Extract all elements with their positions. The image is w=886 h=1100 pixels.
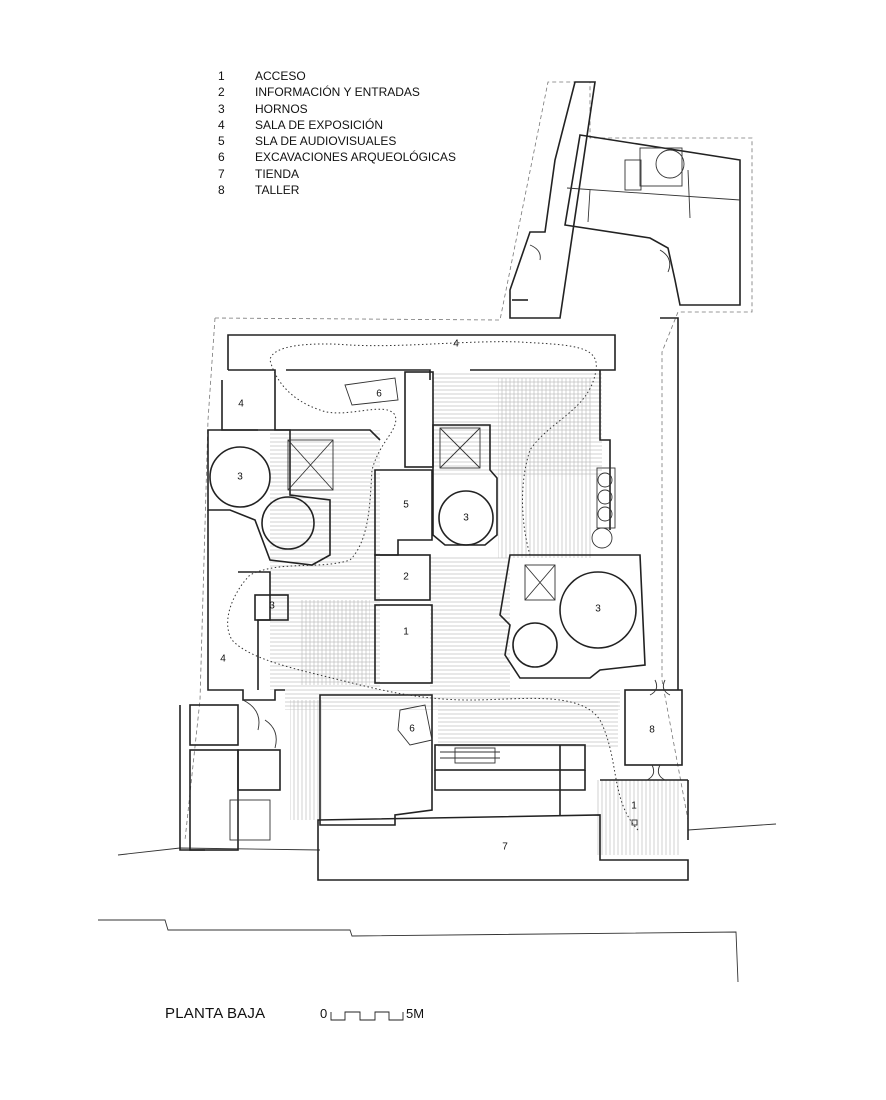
room-label-horno-small: 3 [269,601,275,612]
legend-text: TALLER [255,183,300,198]
legend-number: 7 [218,166,225,181]
street-line-east [687,823,777,831]
room-label-informacion: 2 [403,572,409,583]
site-boundary-west [184,317,216,841]
floor-hatching [270,372,680,855]
legend-number: 1 [218,69,225,83]
legend-number: 2 [218,85,225,100]
room-label-acceso-entry: 1 [631,801,637,812]
legend-text: SALA DE EXPOSICIÓN [255,117,384,132]
legend-item: 3 HORNOS [218,101,456,117]
legend-item: 2 INFORMACIÓN Y ENTRADAS [218,84,456,100]
legend-item: 4 SALA DE EXPOSICIÓN [218,117,456,133]
legend-number: 4 [218,117,225,132]
legend-text: HORNOS [255,101,308,116]
scale-end-label: 5M [406,1006,425,1021]
room-label-tienda: 7 [502,842,508,853]
room-label-horno-center: 3 [463,513,469,524]
scale-start-label: 0 [320,1006,328,1021]
scale-bar [330,1011,404,1021]
site-boundary [214,81,753,821]
room-label-horno-e: 3 [595,604,601,615]
main-walls [179,317,689,881]
room-label-taller: 8 [649,725,655,736]
room-label-horno-nw: 3 [237,472,243,483]
room-label-exposicion-nw: 4 [238,399,244,410]
legend-item: 8 TALLER [218,182,456,198]
room-labels: 4 4 6 3 5 3 2 3 3 1 4 6 8 1 7 [220,339,655,853]
legend-number: 3 [218,101,225,116]
legend-text: EXCAVACIONES ARQUEOLÓGICAS [255,150,456,165]
room-label-exposicion-top: 4 [453,339,459,350]
legend-item: 1 ACCESO [218,68,456,84]
plan-title: PLANTA BAJA [165,1005,266,1022]
legend-text: INFORMACIÓN Y ENTRADAS [255,85,420,100]
legend-item: 6 EXCAVACIONES ARQUEOLÓGICAS [218,149,456,165]
legend-number: 5 [218,134,225,149]
street-line-north [117,847,321,856]
room-label-excavaciones-n: 6 [376,389,382,400]
room-label-exposicion-w: 4 [220,654,226,665]
room-label-acceso: 1 [403,627,409,638]
visitor-route [227,341,639,831]
legend-text: ACCESO [255,69,306,83]
room-label-audiovisuales: 5 [403,500,409,511]
street-line-south [98,919,739,983]
legend-text: SLA DE AUDIOVISUALES [255,134,397,149]
legend-number: 6 [218,150,225,165]
legend-item: 7 TIENDA [218,166,456,182]
legend-number: 8 [218,183,225,198]
room-label-excavaciones-s: 6 [409,724,415,735]
legend-text: TIENDA [255,166,300,181]
north-annex [509,81,741,319]
legend-item: 5 SLA DE AUDIOVISUALES [218,133,456,149]
